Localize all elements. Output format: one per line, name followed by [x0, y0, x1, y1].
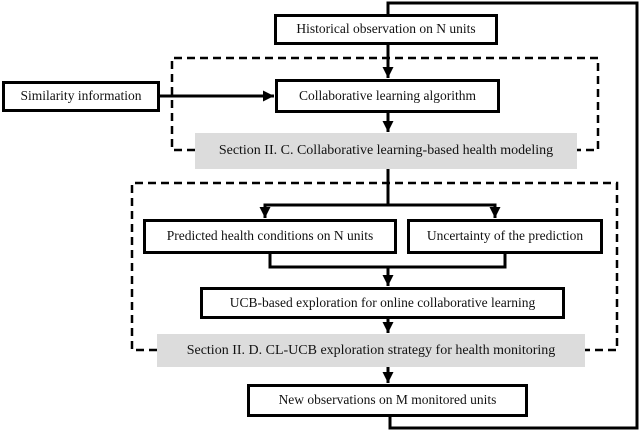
node-uncertainty-of-prediction: Uncertainty of the prediction [407, 219, 603, 254]
node-predicted-health-conditions: Predicted health conditions on N units [143, 219, 397, 254]
node-new-observations: New observations on M monitored units [247, 384, 528, 417]
dashed-frame-section-c [170, 56, 600, 152]
connector-feedback-loop [386, 1, 639, 430]
section-label-ii-c: Section II. C. Collaborative learning-ba… [195, 133, 577, 169]
node-ucb-based-exploration: UCB-based exploration for online collabo… [200, 287, 565, 319]
node-similarity-information: Similarity information [2, 81, 160, 112]
dashed-frame-section-d [130, 181, 619, 352]
section-label-ii-d: Section II. D. CL-UCB exploration strate… [157, 334, 585, 367]
node-historical-observation: Historical observation on N units [274, 14, 498, 45]
node-collaborative-learning-algorithm: Collaborative learning algorithm [275, 79, 500, 113]
